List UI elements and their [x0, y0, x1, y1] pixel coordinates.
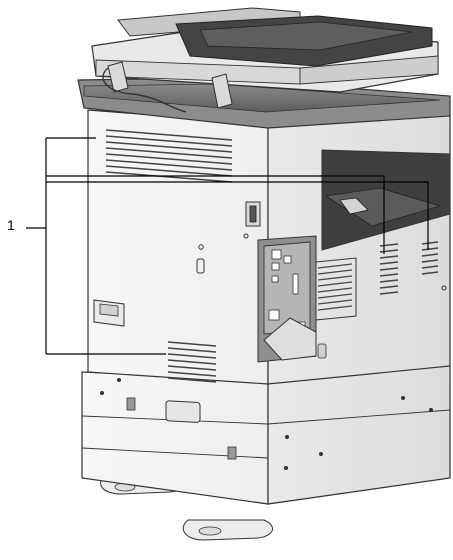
front-vent-lower [167, 341, 217, 383]
callout-leader-lines [26, 137, 429, 355]
side-vent-right [379, 241, 439, 295]
main-body [87, 109, 451, 385]
paper-tray-unit [81, 365, 451, 505]
top-cover [77, 77, 451, 129]
front-vent-upper [105, 129, 233, 183]
document-feeder [91, 7, 439, 113]
callout-number: 1 [7, 217, 15, 233]
